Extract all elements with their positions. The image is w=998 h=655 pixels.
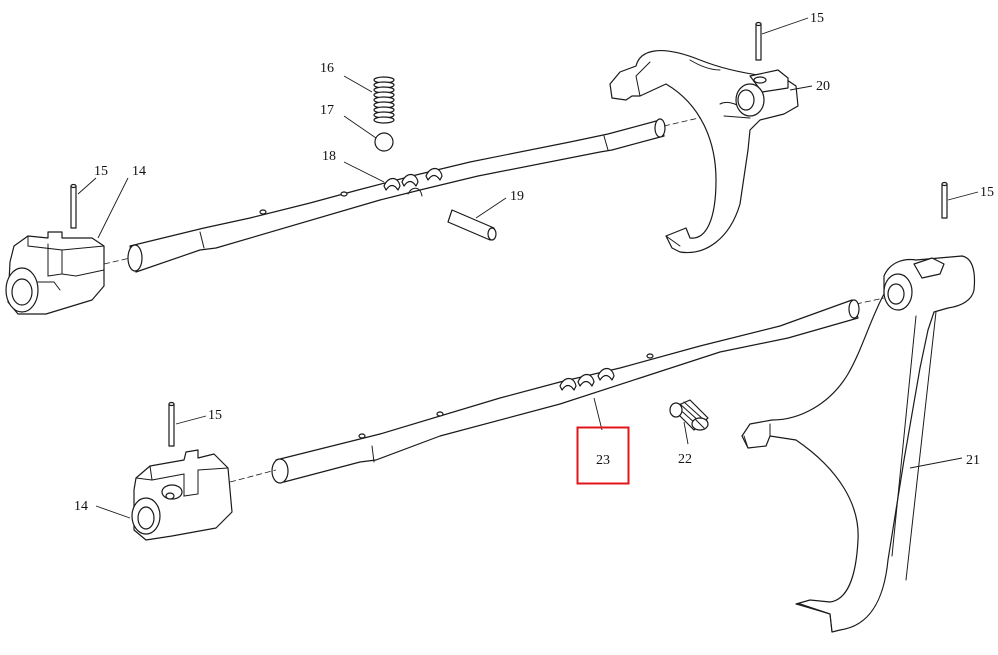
lower-shift-rod-assembly (131, 181, 976, 633)
leader-19 (475, 197, 507, 219)
shift-fork-20 (609, 50, 799, 254)
callout-19: 19 (510, 189, 524, 204)
callout-15-bottom-left: 15 (208, 408, 222, 423)
bracket-14-bottom (131, 449, 233, 541)
leader-14-bottom (95, 505, 131, 519)
callout-labels: 15 14 16 17 18 19 15 20 15 21 15 14 22 2… (74, 11, 994, 514)
ball-17 (374, 132, 394, 152)
callout-18: 18 (322, 149, 336, 164)
shift-rod-18 (103, 113, 717, 273)
highlight-box-23 (576, 426, 630, 485)
callout-14-top: 14 (132, 164, 146, 179)
leader-21 (909, 457, 963, 469)
shift-rod-23 (229, 297, 885, 484)
callout-23: 23 (596, 453, 610, 468)
leader-17 (343, 115, 377, 139)
callout-20: 20 (816, 79, 830, 94)
callout-16: 16 (320, 61, 334, 76)
leader-15-top-left (77, 177, 97, 195)
callout-15-top-right: 15 (810, 11, 824, 26)
spring-16 (373, 76, 395, 124)
upper-shift-rod-assembly (5, 21, 799, 315)
leader-lines (77, 17, 979, 519)
pin-19 (447, 209, 497, 241)
callout-14-bottom: 14 (74, 499, 88, 514)
bracket-14-top (5, 231, 105, 315)
pin-15-bottom-left (168, 401, 175, 447)
callout-15-top-left: 15 (94, 164, 108, 179)
screw-22 (669, 399, 709, 431)
leader-22 (683, 421, 689, 445)
callout-15-right: 15 (980, 185, 994, 200)
leader-15-top-right (761, 17, 809, 35)
leader-20 (789, 85, 813, 91)
pin-15-top-right (755, 21, 762, 61)
leader-15-right (947, 191, 979, 201)
leader-23 (593, 397, 603, 431)
pin-15-right (941, 181, 948, 219)
leader-15-bottom-left (175, 415, 207, 425)
pin-15-top-left (70, 183, 77, 229)
callout-21: 21 (966, 453, 980, 468)
leader-18 (343, 161, 385, 183)
shift-fork-21 (741, 255, 976, 633)
callout-17: 17 (320, 103, 334, 118)
callout-22: 22 (678, 452, 692, 467)
leader-16 (343, 75, 373, 93)
leader-14-top (97, 177, 129, 239)
